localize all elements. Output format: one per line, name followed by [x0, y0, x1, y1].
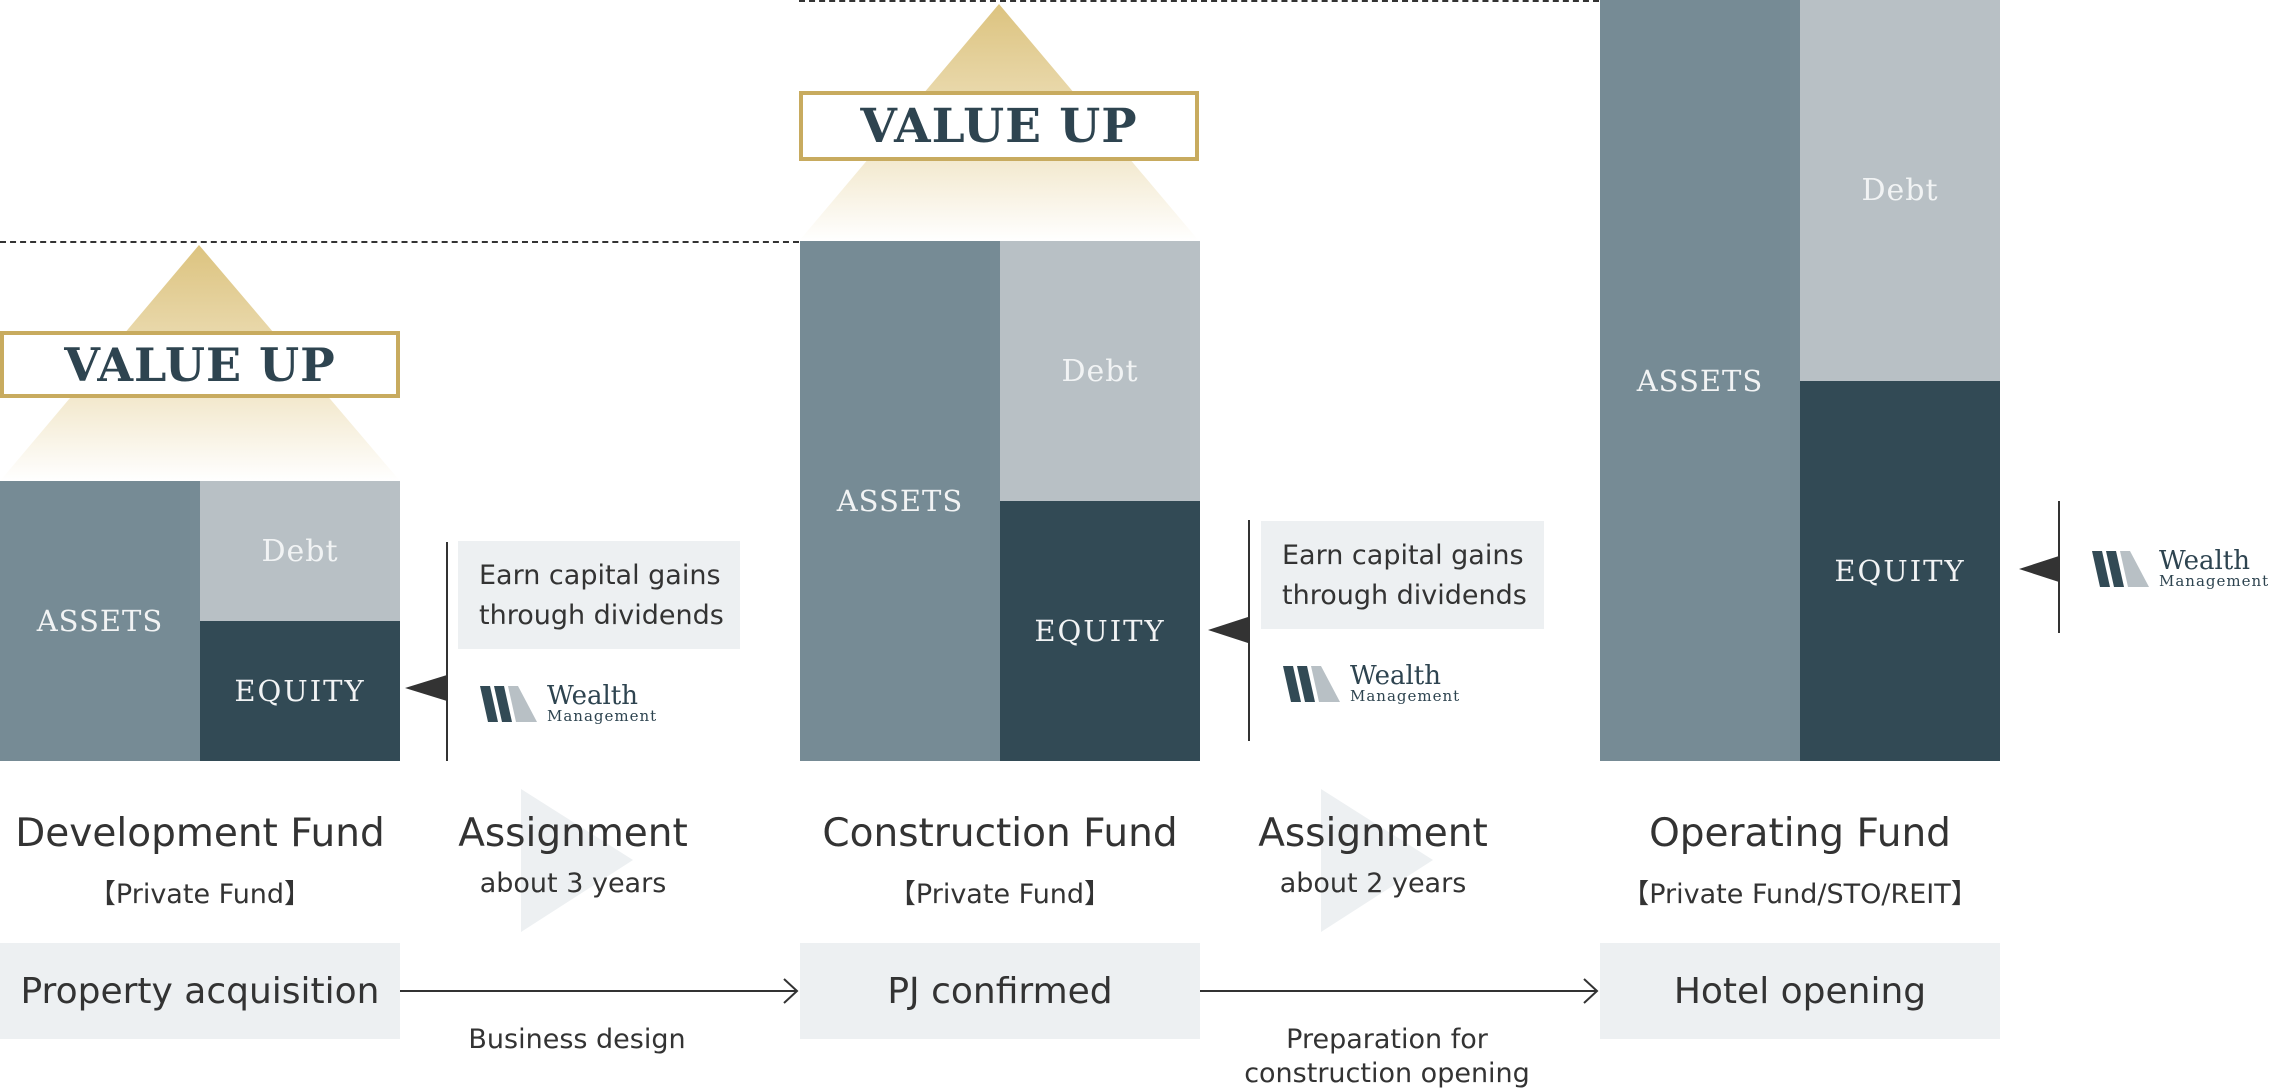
- milestone-label-3: Hotel opening: [1673, 970, 1927, 1012]
- assignment-duration-2: about 2 years: [1279, 868, 1467, 899]
- debt-block-1: Debt: [200, 481, 400, 621]
- pointer-arrow-2: [1208, 617, 1248, 643]
- wm-mark-icon-3: [2092, 550, 2149, 587]
- equity-label-3: EQUITY: [1834, 554, 1966, 588]
- capital-gains-note-2: Earn capital gains through dividends: [1261, 521, 1544, 629]
- wealth-management-logo-2: Wealth Management: [1283, 663, 1460, 704]
- wm-line2-1: Management: [547, 707, 658, 725]
- fund-subtitle-development: 【Private Fund】: [88, 879, 312, 910]
- wm-line2-3: Management: [2159, 572, 2270, 590]
- dashed-line-construction-level: [0, 241, 799, 243]
- wealth-management-logo-1: Wealth Management: [480, 683, 657, 724]
- value-up-label-2: VALUE UP: [799, 91, 1199, 161]
- equity-block-2: EQUITY: [1000, 501, 1200, 761]
- note-line-2b: through dividends: [1282, 580, 1527, 611]
- divider-line-2: [1248, 520, 1250, 741]
- fund-subtitle-operating: 【Private Fund/STO/REIT】: [1622, 879, 1978, 910]
- equity-block-3: EQUITY: [1800, 381, 2000, 761]
- equity-label-2: EQUITY: [1034, 614, 1166, 648]
- debt-block-2: Debt: [1000, 241, 1200, 501]
- dashed-line-operating-level: [799, 0, 1599, 2]
- milestone-pj-confirmed: PJ confirmed: [800, 943, 1200, 1039]
- timeline-arrow-1: [400, 978, 799, 1004]
- fund-title-development: Development Fund: [15, 811, 385, 856]
- note-line-2a: Earn capital gains: [1282, 540, 1524, 571]
- pointer-arrow-3: [2019, 556, 2059, 582]
- milestone-hotel-opening: Hotel opening: [1600, 943, 2000, 1039]
- assets-label-2: ASSETS: [836, 484, 964, 518]
- debt-block-3: Debt: [1800, 0, 2000, 381]
- caption-business-design: Business design: [468, 1024, 686, 1055]
- assets-label-3: ASSETS: [1636, 363, 1764, 398]
- note-line-1b: through dividends: [479, 600, 724, 631]
- assignment-chevron-icon-2: [1321, 789, 1433, 932]
- wm-line1-2: Wealth: [1350, 661, 1441, 691]
- caption-preparation-line1: Preparation for: [1286, 1024, 1488, 1055]
- wm-line1-1: Wealth: [547, 681, 638, 711]
- value-up-label-1: VALUE UP: [0, 331, 400, 398]
- equity-label-1: EQUITY: [234, 674, 366, 708]
- divider-line-1: [446, 542, 448, 761]
- assignment-chevron-icon-1: [521, 789, 633, 932]
- note-line-1a: Earn capital gains: [479, 560, 721, 591]
- debt-label-2: Debt: [1061, 353, 1139, 389]
- assets-block-1: ASSETS: [0, 481, 200, 761]
- pointer-arrow-1: [405, 675, 447, 701]
- value-up-text-1: VALUE UP: [64, 337, 336, 392]
- fund-title-operating: Operating Fund: [1649, 811, 1951, 856]
- assets-label-1: ASSETS: [36, 604, 164, 638]
- wealth-management-logo-3: Wealth Management: [2092, 548, 2269, 589]
- divider-line-3: [2058, 501, 2060, 633]
- assets-block-3: ASSETS: [1600, 0, 1800, 761]
- debt-label-1: Debt: [261, 533, 339, 569]
- milestone-label-1: Property acquisition: [20, 970, 380, 1012]
- equity-block-1: EQUITY: [200, 621, 400, 761]
- fund-subtitle-construction: 【Private Fund】: [888, 879, 1112, 910]
- wm-mark-icon-2: [1283, 665, 1340, 702]
- timeline-arrow-2: [1200, 978, 1599, 1004]
- fund-title-construction: Construction Fund: [822, 811, 1178, 856]
- capital-gains-note-1: Earn capital gains through dividends: [458, 541, 740, 649]
- wm-line1-3: Wealth: [2159, 546, 2250, 576]
- wm-mark-icon-1: [480, 685, 537, 722]
- debt-label-3: Debt: [1861, 173, 1939, 208]
- assignment-duration-1: about 3 years: [479, 868, 667, 899]
- caption-preparation: Preparation for construction opening: [1237, 1023, 1537, 1091]
- assignment-title-2: Assignment: [1258, 811, 1488, 856]
- milestone-property-acquisition: Property acquisition: [0, 943, 400, 1039]
- wm-line2-2: Management: [1350, 687, 1461, 705]
- assets-block-2: ASSETS: [800, 241, 1000, 761]
- milestone-label-2: PJ confirmed: [887, 970, 1113, 1012]
- caption-preparation-line2: construction opening: [1244, 1058, 1530, 1089]
- value-up-text-2: VALUE UP: [860, 98, 1138, 154]
- assignment-title-1: Assignment: [458, 811, 688, 856]
